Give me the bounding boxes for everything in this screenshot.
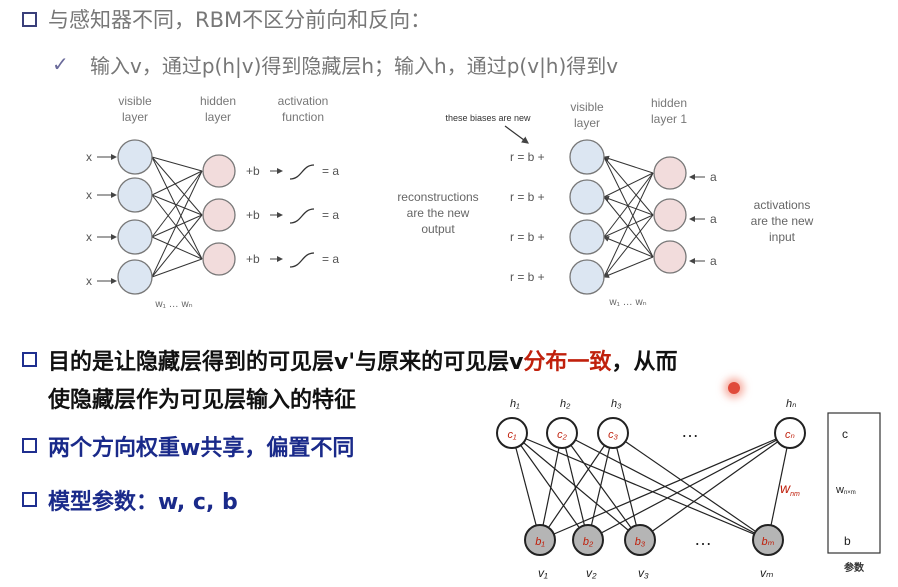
fwd-hidden-label: hidden bbox=[200, 94, 236, 108]
rbm-graph: h₁ h₂ h₃ hₙ c₁ c₂ c₃ cₙ … wnm b₁ b₂ b₃ b… bbox=[496, 398, 881, 580]
activation-output: = a bbox=[322, 252, 339, 266]
fwd-act-label-2: function bbox=[282, 110, 324, 124]
bullet-3-text: 两个方向权重w共享，偏置不同 bbox=[48, 436, 355, 461]
bullet-3-marker bbox=[22, 438, 37, 453]
b-label: b₁ bbox=[535, 536, 545, 548]
params-box: c wn×m b 参数 bbox=[827, 412, 881, 574]
actv-label: are the new bbox=[751, 214, 814, 228]
check-icon: ✓ bbox=[52, 52, 69, 76]
bullet-2-text: 目的是让隐藏层得到的可见层v'与原来的可见层v分布一致，从而 bbox=[48, 344, 677, 376]
bias-label: +b bbox=[246, 164, 260, 178]
c-label: c₃ bbox=[608, 429, 619, 441]
b-label: bₘ bbox=[762, 536, 775, 548]
bias-label: +b bbox=[246, 252, 260, 266]
actv-label: activations bbox=[754, 198, 811, 212]
v-label: v₂ bbox=[586, 566, 597, 580]
h-label: h₂ bbox=[560, 398, 571, 410]
fwd-hidden-label-2: layer bbox=[205, 110, 231, 124]
param-b: b bbox=[844, 534, 851, 548]
param-c: c bbox=[842, 427, 848, 441]
fwd-visible-nodes bbox=[117, 139, 153, 295]
fwd-weights-label: w₁ … wₙ bbox=[154, 299, 192, 310]
h-label: hₙ bbox=[786, 398, 797, 410]
r-label: r = b + bbox=[510, 150, 545, 164]
bwd-hidden-label-2: layer 1 bbox=[651, 112, 687, 126]
rbm-pass-diagram: visible layer hidden layer activation fu… bbox=[86, 94, 814, 310]
b-label: b₂ bbox=[583, 536, 594, 548]
param-w: wn×m bbox=[835, 484, 856, 496]
visible-nodes bbox=[524, 524, 784, 556]
param-label: 参数 bbox=[844, 561, 865, 574]
fwd-visible-label: visible bbox=[118, 94, 152, 108]
a-input: a bbox=[710, 212, 717, 226]
bullet-1-text: 与感知器不同，RBM不区分前向和反向： bbox=[48, 8, 432, 32]
bullet-4-text: 模型参数：w, c, b bbox=[48, 490, 238, 515]
bullet-4-marker bbox=[22, 492, 37, 507]
fwd-visible-label-2: layer bbox=[122, 110, 148, 124]
x-label: x bbox=[86, 150, 92, 164]
w-symbol: w bbox=[780, 480, 791, 496]
forward-pass: visible layer hidden layer activation fu… bbox=[86, 94, 339, 310]
b-label: b₃ bbox=[635, 536, 646, 548]
visible-ellipsis: … bbox=[694, 529, 712, 549]
r-label: r = b + bbox=[510, 230, 545, 244]
v-label: v₁ bbox=[538, 566, 548, 580]
h-label: h₃ bbox=[611, 398, 622, 410]
bullet-1-marker bbox=[22, 12, 37, 27]
bwd-visible-label-2: layer bbox=[574, 116, 600, 130]
recon-label: are the new bbox=[407, 206, 470, 220]
bwd-inputs bbox=[689, 174, 705, 264]
fwd-hidden-nodes bbox=[202, 154, 236, 276]
fwd-arrows bbox=[270, 168, 283, 262]
w-subscript: nm bbox=[790, 491, 800, 498]
bullet-2-part-a: 目的是让隐藏层得到的可见层v'与原来的可见层v bbox=[48, 350, 524, 375]
bwd-weights-label: w₁ … wₙ bbox=[608, 297, 646, 308]
activation-output: = a bbox=[322, 164, 339, 178]
bias-label: +b bbox=[246, 208, 260, 222]
r-label: r = b + bbox=[510, 270, 545, 284]
c-label: c₂ bbox=[557, 429, 568, 441]
fwd-act-label: activation bbox=[278, 94, 329, 108]
fwd-inputs bbox=[97, 154, 117, 284]
bullet-2-line-2: 使隐藏层作为可见层输入的特征 bbox=[48, 388, 357, 413]
v-label: v₃ bbox=[638, 566, 649, 580]
sigmoid-icons bbox=[289, 164, 315, 268]
x-label: x bbox=[86, 230, 92, 244]
bwd-connections bbox=[603, 155, 654, 278]
pointer-dot bbox=[728, 382, 740, 394]
bullet-2-part-b: ，从而 bbox=[611, 350, 678, 375]
param-w-subscript: n×m bbox=[844, 490, 856, 496]
recon-label: reconstructions bbox=[397, 190, 478, 204]
v-label: vₘ bbox=[760, 566, 773, 580]
x-label: x bbox=[86, 188, 92, 202]
actv-label: input bbox=[769, 230, 796, 244]
backward-pass: these biases are new reconstructions are… bbox=[397, 96, 813, 308]
bwd-biases-label: these biases are new bbox=[445, 113, 531, 123]
bullet-1-sub-text: 输入v，通过p(h|v)得到隐藏层h；输入h，通过p(v|h)得到v bbox=[90, 54, 619, 78]
bullet-2-marker bbox=[22, 352, 37, 367]
r-label: r = b + bbox=[510, 190, 545, 204]
fwd-connections bbox=[151, 156, 203, 278]
bwd-hidden-nodes bbox=[653, 156, 687, 274]
h-label: h₁ bbox=[510, 398, 520, 410]
param-w-symbol: w bbox=[835, 484, 844, 496]
hidden-nodes bbox=[496, 417, 806, 449]
activation-output: = a bbox=[322, 208, 339, 222]
bullet-2-highlight: 分布一致 bbox=[523, 350, 612, 375]
recon-label: output bbox=[421, 222, 455, 236]
a-input: a bbox=[710, 254, 717, 268]
hidden-ellipsis: … bbox=[681, 421, 699, 441]
bwd-visible-nodes bbox=[569, 139, 605, 295]
bwd-hidden-label: hidden bbox=[651, 96, 687, 110]
rbm-connections bbox=[511, 432, 791, 541]
w-label: wnm bbox=[780, 480, 800, 498]
c-label: cₙ bbox=[785, 429, 795, 441]
bwd-visible-label: visible bbox=[570, 100, 604, 114]
x-label: x bbox=[86, 274, 92, 288]
a-input: a bbox=[710, 170, 717, 184]
c-label: c₁ bbox=[508, 429, 518, 441]
